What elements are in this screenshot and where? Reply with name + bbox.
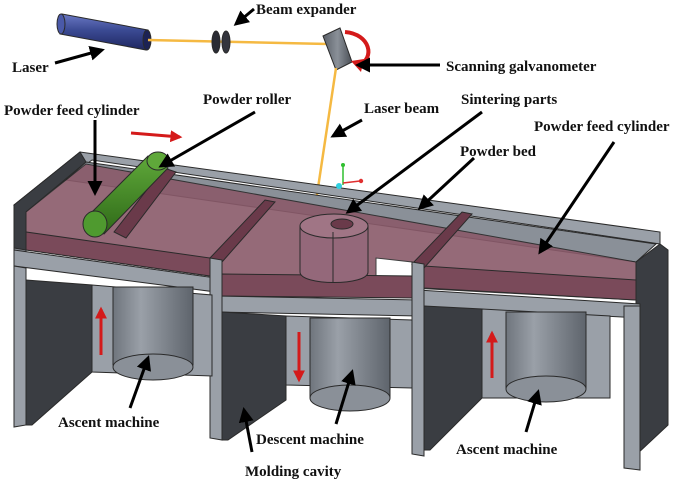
descent-leader xyxy=(334,369,356,425)
label-powder-feed-cylinder-right: Powder feed cylinder xyxy=(534,119,670,135)
roller-end-cap xyxy=(82,210,108,238)
molding-cavity-wall xyxy=(221,311,287,441)
right-outer-wall xyxy=(635,243,669,457)
left-piston xyxy=(112,286,194,381)
label-powder-feed-cylinder-left: Powder feed cylinder xyxy=(4,103,140,119)
laser xyxy=(56,13,152,51)
label-sintering-parts: Sintering parts xyxy=(461,92,557,108)
label-ascent-machine-right: Ascent machine xyxy=(456,442,558,458)
sintering-parts-leader xyxy=(345,110,483,214)
label-molding-cavity: Molding cavity xyxy=(245,464,342,480)
laser-body xyxy=(59,13,149,51)
label-powder-roller: Powder roller xyxy=(203,92,292,108)
laser-beam-leader xyxy=(330,118,363,138)
label-scanning-galvanometer: Scanning galvanometer xyxy=(446,59,597,75)
roller-direction-arrow xyxy=(130,130,183,143)
beam-expander xyxy=(211,30,231,54)
right-lower-wall xyxy=(423,305,483,451)
right-piston xyxy=(505,311,587,403)
label-laser-beam: Laser beam xyxy=(364,101,440,117)
molding-cavity-leader xyxy=(238,407,254,453)
ascent-right-leader xyxy=(524,389,542,433)
label-descent-machine: Descent machine xyxy=(256,432,364,448)
center-piston xyxy=(309,317,391,412)
label-laser: Laser xyxy=(12,60,49,76)
part-hole xyxy=(330,218,354,230)
label-powder-bed: Powder bed xyxy=(460,144,537,160)
feed-cylinder-right-leader xyxy=(538,141,616,255)
laser-leader xyxy=(54,45,105,65)
left-lower-wall xyxy=(25,279,93,426)
beam-expander-lens-1 xyxy=(211,30,221,54)
roller-leader xyxy=(158,110,256,168)
label-ascent-machine-left: Ascent machine xyxy=(58,415,160,431)
sintering-part xyxy=(299,213,369,283)
coordinate-axes-icon xyxy=(336,163,364,189)
beam-expander-leader xyxy=(233,7,255,26)
ascent-left-leader xyxy=(128,355,151,409)
laser-beam-horizontal xyxy=(147,38,329,46)
beam-expander-lens-2 xyxy=(221,30,231,54)
powder-bed-leader xyxy=(417,156,476,211)
label-beam-expander: Beam expander xyxy=(256,2,357,18)
